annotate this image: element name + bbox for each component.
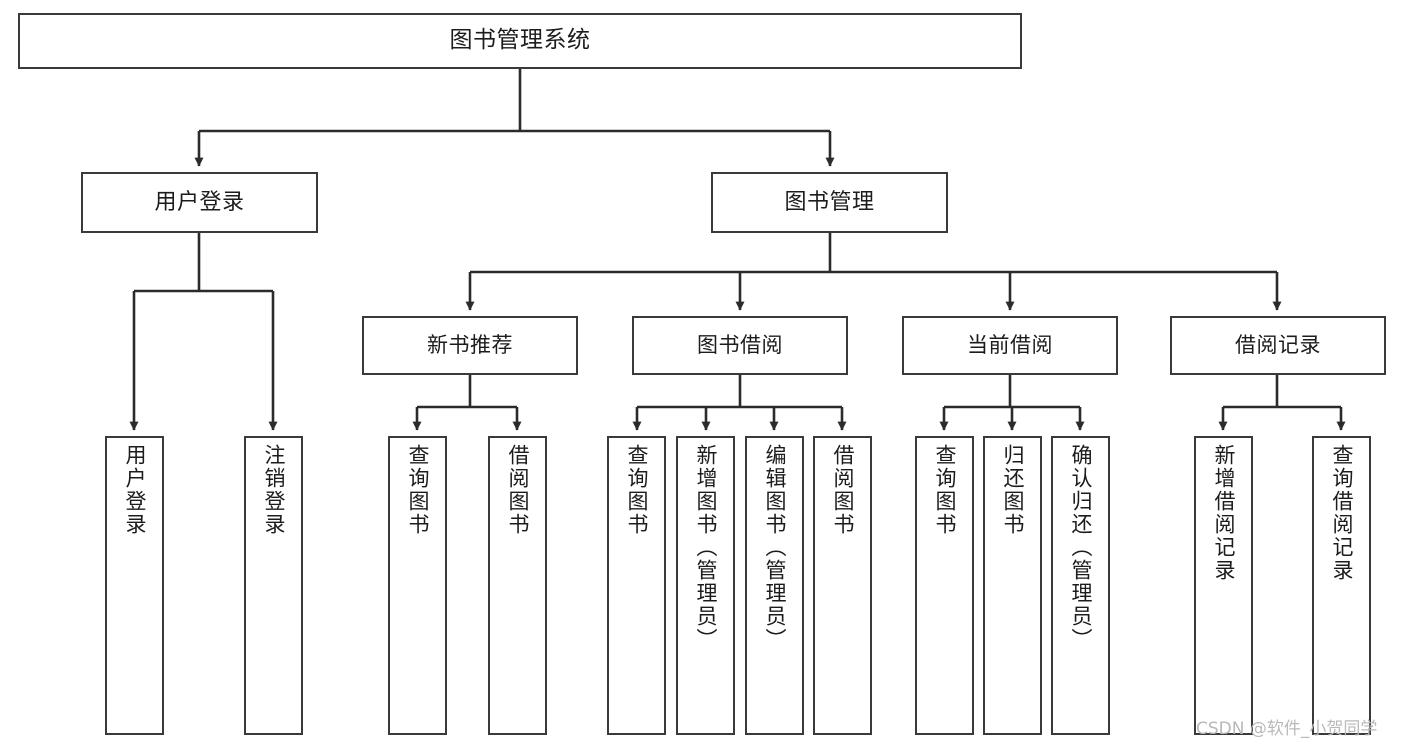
node-leaf-add-book[interactable]: 新增图书（管理员） [676, 436, 735, 735]
node-leaf-query-record[interactable]: 查询借阅记录 [1312, 436, 1371, 735]
node-leaf-logout-login[interactable]: 注销登录 [244, 436, 303, 735]
node-borrow-record-label: 借阅记录 [1235, 333, 1321, 358]
node-leaf-user-login[interactable]: 用户登录 [105, 436, 164, 735]
node-book-management-label: 图书管理 [784, 189, 875, 215]
node-book-borrow-label: 图书借阅 [697, 333, 783, 358]
node-leaf-edit-book[interactable]: 编辑图书（管理员） [745, 436, 804, 735]
node-leaf-confirm-return-label: 确认归还（管理员） [1069, 444, 1093, 651]
node-leaf-add-record[interactable]: 新增借阅记录 [1194, 436, 1253, 735]
node-leaf-logout-login-label: 注销登录 [262, 444, 286, 536]
node-leaf-borrow-book-1-label: 借阅图书 [506, 444, 530, 536]
node-book-borrow[interactable]: 图书借阅 [632, 316, 848, 375]
node-leaf-borrow-book-1[interactable]: 借阅图书 [488, 436, 547, 735]
node-user-login-label: 用户登录 [154, 189, 245, 215]
node-leaf-confirm-return[interactable]: 确认归还（管理员） [1051, 436, 1110, 735]
node-leaf-return-book-label: 归还图书 [1001, 444, 1025, 536]
node-root-label: 图书管理系统 [449, 27, 591, 54]
node-leaf-query-book-3[interactable]: 查询图书 [915, 436, 974, 735]
node-leaf-add-record-label: 新增借阅记录 [1212, 444, 1236, 582]
node-leaf-query-book-2-label: 查询图书 [625, 444, 649, 536]
node-current-borrow-label: 当前借阅 [967, 333, 1053, 358]
node-new-book-recommend-label: 新书推荐 [427, 333, 513, 358]
node-leaf-borrow-book-2[interactable]: 借阅图书 [813, 436, 872, 735]
node-leaf-query-record-label: 查询借阅记录 [1330, 444, 1354, 582]
node-leaf-query-book-2[interactable]: 查询图书 [607, 436, 666, 735]
node-root[interactable]: 图书管理系统 [18, 13, 1022, 69]
node-leaf-query-book-1-label: 查询图书 [406, 444, 430, 536]
node-leaf-user-login-label: 用户登录 [123, 444, 147, 536]
node-leaf-query-book-1[interactable]: 查询图书 [388, 436, 447, 735]
node-user-login[interactable]: 用户登录 [81, 172, 318, 233]
node-leaf-query-book-3-label: 查询图书 [933, 444, 957, 536]
node-book-management[interactable]: 图书管理 [711, 172, 948, 233]
node-borrow-record[interactable]: 借阅记录 [1170, 316, 1386, 375]
node-current-borrow[interactable]: 当前借阅 [902, 316, 1118, 375]
node-leaf-borrow-book-2-label: 借阅图书 [831, 444, 855, 536]
node-leaf-add-book-label: 新增图书（管理员） [694, 444, 718, 651]
node-leaf-return-book[interactable]: 归还图书 [983, 436, 1042, 735]
node-new-book-recommend[interactable]: 新书推荐 [362, 316, 578, 375]
node-leaf-edit-book-label: 编辑图书（管理员） [763, 444, 787, 651]
